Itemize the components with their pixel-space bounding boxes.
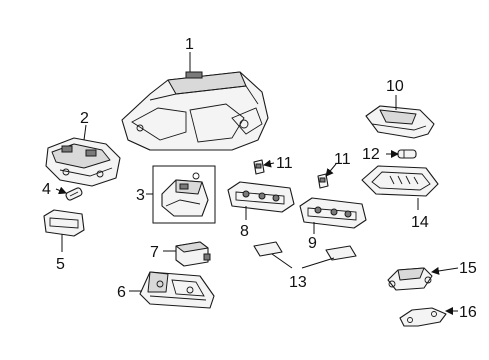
callout-8: 8 xyxy=(240,223,249,240)
part-8-lamp-housing xyxy=(227,181,295,213)
callout-11-right: 11 xyxy=(334,151,351,168)
leader-4 xyxy=(55,186,67,195)
callout-16: 16 xyxy=(459,304,477,321)
part-11-clip-right xyxy=(317,173,329,189)
part-16-clip-bracket xyxy=(399,307,447,327)
leader-15 xyxy=(431,266,459,275)
part-11-clip-left xyxy=(253,159,265,175)
part-10-lamp-unit xyxy=(365,105,435,139)
callout-7: 7 xyxy=(150,244,159,261)
callout-10: 10 xyxy=(386,78,404,95)
callout-1: 1 xyxy=(185,36,194,53)
part-5-lens xyxy=(43,209,85,237)
callout-4: 4 xyxy=(42,181,51,198)
callout-9: 9 xyxy=(308,235,317,252)
callout-13: 13 xyxy=(289,274,307,291)
part-9-lamp-housing xyxy=(299,197,367,229)
part-15-connector xyxy=(387,267,433,291)
part-13-lens-left xyxy=(253,241,283,257)
callout-12: 12 xyxy=(362,146,380,163)
part-13-lens-right xyxy=(325,245,357,261)
part-4-bulb xyxy=(65,187,83,201)
leader-11b xyxy=(325,163,337,177)
leader-13b xyxy=(301,257,335,269)
callout-3: 3 xyxy=(136,187,145,204)
callout-6: 6 xyxy=(117,284,126,301)
part-6-bracket xyxy=(139,271,215,309)
leader-2 xyxy=(83,124,87,141)
callout-11-left: 11 xyxy=(276,155,293,172)
part-12-bulb xyxy=(397,149,417,159)
part-1-overhead-console xyxy=(121,71,269,151)
callout-15: 15 xyxy=(459,260,477,277)
part-3-switch-unit xyxy=(161,172,209,217)
leader-11a xyxy=(263,159,275,168)
leader-13a xyxy=(271,253,293,269)
callout-5: 5 xyxy=(56,256,65,273)
part-14-lens-frame xyxy=(361,165,439,197)
part-2-map-light xyxy=(45,137,121,187)
callout-14: 14 xyxy=(411,214,429,231)
part-7-module xyxy=(175,241,211,267)
callout-2: 2 xyxy=(80,110,89,127)
